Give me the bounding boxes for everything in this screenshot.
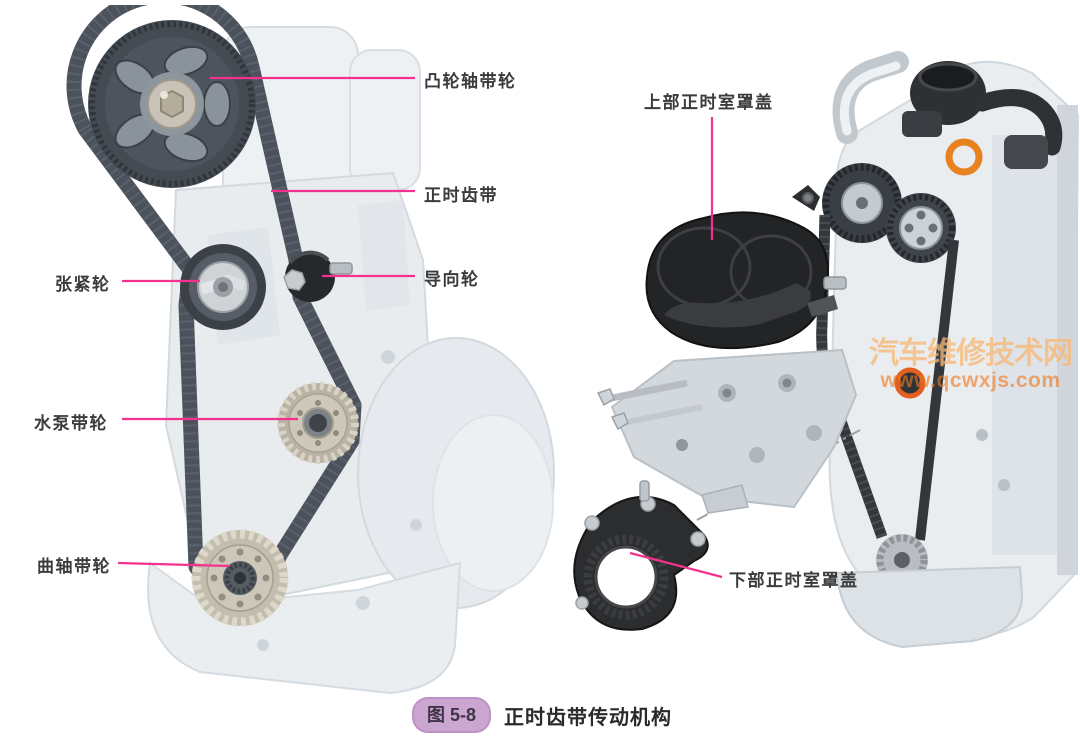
lower-timing-cover [573,480,709,631]
camshaft-pulley [88,20,256,188]
figure-title: 正时齿带传动机构 [504,706,673,729]
label-upper-timing-cover: 上部正时室罩盖 [644,93,774,112]
label-tensioner-pulley: 张紧轮 [55,275,111,294]
figure-number-badge: 图 5-8 [412,697,492,733]
water-pump-pulley [277,382,359,464]
tensioner-pulley [180,244,266,330]
timing-cover-exploded-illustration [573,51,1080,649]
guide-pulley [283,250,353,302]
label-water-pump-pulley: 水泵带轮 [34,414,108,433]
mounting-bracket [596,348,858,514]
timing-belt-assembly-illustration [66,5,555,695]
label-lower-timing-cover: 下部正时室罩盖 [729,571,859,590]
label-guide-pulley: 导向轮 [424,270,480,289]
label-camshaft-pulley: 凸轮轴带轮 [424,72,517,91]
label-timing-belt: 正时齿带 [424,186,498,205]
crankshaft-pulley [191,529,289,627]
label-crankshaft-pulley: 曲轴带轮 [37,557,111,576]
figure-caption: 图 5-8 正时齿带传动机构 [412,697,672,733]
upper-timing-cover [645,185,847,350]
engine-assembly [816,51,1080,649]
